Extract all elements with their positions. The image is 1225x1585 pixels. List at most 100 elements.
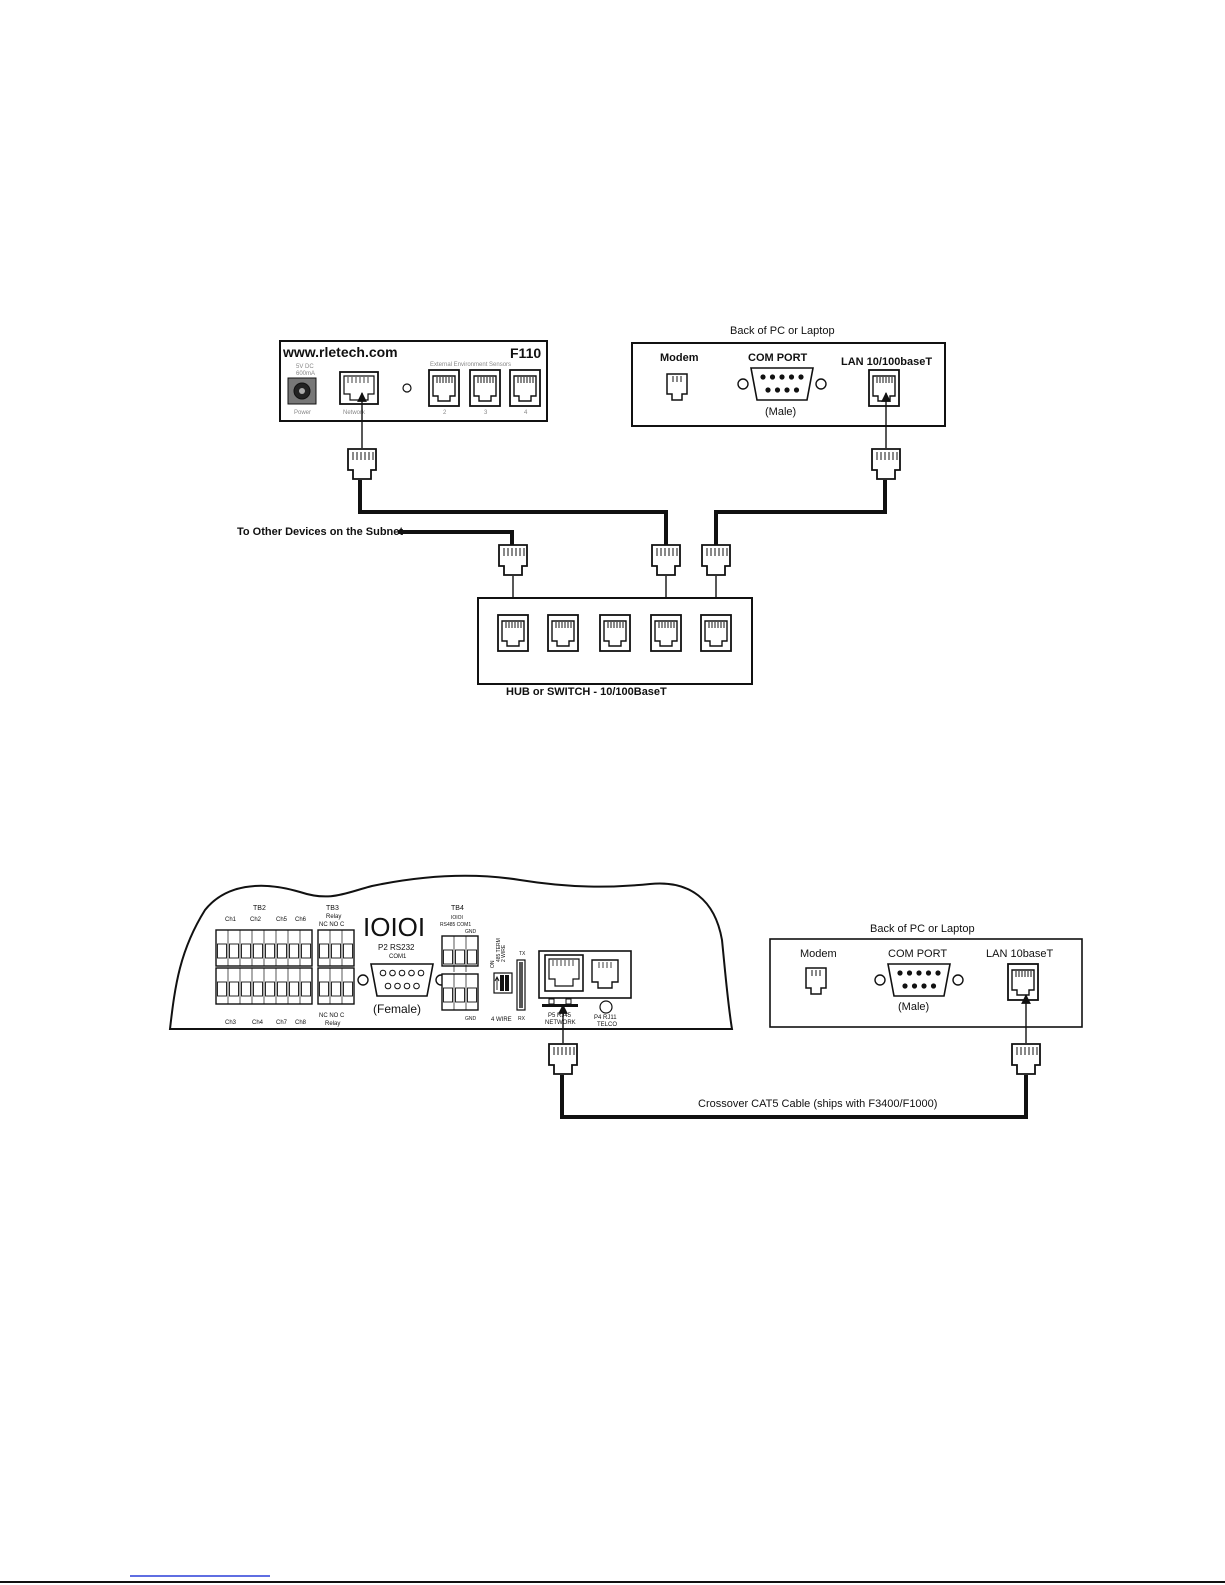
tb2-top-cell	[227, 930, 239, 966]
sensor-number-3: 3	[484, 410, 488, 416]
p2-label: P2 RS232	[378, 943, 415, 952]
pc1-lan-port-icon	[868, 369, 900, 407]
tb2-label: TB2	[253, 905, 266, 912]
pc1-com-label: COM PORT	[748, 352, 808, 364]
tb3-relay-label: Relay	[326, 914, 341, 920]
ch4-label: Ch4	[252, 1020, 264, 1026]
plug-device-icon	[347, 448, 377, 480]
plug-pc2-icon	[1011, 1043, 1041, 1075]
hub-port-2-icon	[547, 614, 579, 652]
crossover-cable-label: Crossover CAT5 Cable (ships with F3400/F…	[698, 1098, 937, 1110]
p5-led-left-icon	[548, 998, 555, 1005]
hub-port-4-icon	[650, 614, 682, 652]
tb2-top-cell	[299, 930, 311, 966]
sensor-port-4-icon	[509, 369, 541, 407]
sensor-number-2: 2	[443, 410, 447, 416]
tb2-top-cell	[239, 930, 251, 966]
tb2-top-cell	[275, 930, 287, 966]
tb3-pins-bottom: NC NO C	[319, 1013, 345, 1019]
plug-hub-4-icon	[651, 544, 681, 576]
tb2-bottom-cell	[239, 968, 251, 1004]
dip-2wire-label: 2 WIRE	[501, 944, 507, 962]
tb4-bottom-cell	[453, 974, 465, 1010]
pc1-title: Back of PC or Laptop	[730, 325, 835, 337]
plug-hub-1-icon	[498, 544, 528, 576]
other-devices-label: To Other Devices on the Subnet	[237, 526, 403, 538]
ch5-label: Ch5	[276, 917, 288, 923]
dip-switch-icon	[493, 972, 513, 994]
pc2-lan-label: LAN 10baseT	[986, 948, 1054, 960]
tb4-gnd-top: GND	[465, 929, 477, 935]
hub-label: HUB or SWITCH - 10/100BaseT	[506, 686, 667, 698]
diagram-1-hub: www.rletech.com F110 5V DC 600mA Power N…	[237, 325, 946, 698]
sensors-label: External Environment Sensors	[430, 362, 511, 368]
cable-pc-to-hub	[714, 480, 887, 550]
dip-term-label: 485 TERM	[496, 938, 502, 962]
dip-on-label: ON	[490, 960, 496, 968]
power-spec-1: 5V DC	[296, 364, 314, 370]
tb2-bottom-cell	[263, 968, 275, 1004]
p5-sub-label: NETWORK	[545, 1020, 576, 1026]
plug-board-icon	[548, 1043, 578, 1075]
board-logo: IOIOI	[363, 912, 425, 942]
tb3-top-cell	[329, 930, 341, 966]
tb3-bottom-cell	[329, 968, 341, 1004]
ch3-label: Ch3	[225, 1020, 237, 1026]
sensor-port-2-icon	[428, 369, 460, 407]
cables-1	[358, 480, 887, 550]
ch8-label: Ch8	[295, 1020, 307, 1026]
tb2-bottom-cell	[227, 968, 239, 1004]
pc1-modem-label: Modem	[660, 352, 699, 364]
p5-led-right-icon	[565, 998, 572, 1005]
pc2-com-label: COM PORT	[888, 948, 947, 960]
arrows-2	[558, 994, 1031, 1043]
tb4-gnd-bottom: GND	[465, 1016, 477, 1022]
tb4-bottom-cell	[443, 987, 453, 1003]
power-label: Power	[294, 410, 311, 416]
tb3-top-cell	[319, 943, 329, 959]
power-jack-icon	[287, 377, 317, 405]
tb3-pins-top: NC NO C	[319, 922, 345, 928]
pc-back-2: Back of PC or Laptop Modem COM PORT (Mal…	[769, 923, 1083, 1028]
plug-pc-icon	[871, 448, 901, 480]
port-underline	[542, 1004, 578, 1007]
tb2-top-cell	[251, 930, 263, 966]
tb2-top-cell	[287, 930, 299, 966]
tb2-top-cell	[217, 943, 227, 959]
cable-other-devices	[398, 530, 514, 550]
tb3-bottom-cell	[341, 968, 353, 1004]
p2-sub-label: COM1	[389, 954, 407, 960]
tb2-bottom-cell	[251, 968, 263, 1004]
power-spec-2: 600mA	[296, 371, 315, 377]
p4-label: P4 RJ11	[594, 1015, 617, 1021]
p5-label: P5 RJ45	[548, 1013, 572, 1019]
tb3-relay-bottom: Relay	[325, 1021, 340, 1027]
tb2-bottom-cell	[217, 981, 227, 997]
ch6-label: Ch6	[295, 917, 307, 923]
ch2-label: Ch2	[250, 917, 262, 923]
tb3-label: TB3	[326, 905, 339, 912]
ch1-label: Ch1	[225, 917, 237, 923]
tb2-bottom-cell	[287, 968, 299, 1004]
tb2-bottom-cell	[275, 968, 287, 1004]
hub-port-1-icon	[497, 614, 529, 652]
sensor-port-3-icon	[469, 369, 501, 407]
tb4-top-cell	[465, 936, 477, 972]
tb4-label: TB4	[451, 905, 464, 912]
sensor-number-4: 4	[524, 410, 528, 416]
hub-switch: HUB or SWITCH - 10/100BaseT	[477, 597, 753, 698]
hub-port-5-icon	[700, 614, 732, 652]
p4-rj11-port-icon	[591, 959, 619, 989]
tb2-top-cell	[263, 930, 275, 966]
device-website: www.rletech.com	[282, 344, 398, 360]
crossover-cable	[560, 1075, 1028, 1119]
dip-4wire-label: 4 WIRE	[491, 1017, 512, 1023]
tb3-bottom-cell	[319, 981, 329, 997]
tb4-sub1: IOIOI	[451, 915, 463, 921]
tb4-sub2: RS485 COM1	[440, 922, 471, 928]
tb2-bottom-cell	[299, 968, 311, 1004]
tb4-bottom-cell	[465, 974, 477, 1010]
ch7-label: Ch7	[276, 1020, 288, 1026]
tb4-top-cell	[443, 949, 453, 965]
